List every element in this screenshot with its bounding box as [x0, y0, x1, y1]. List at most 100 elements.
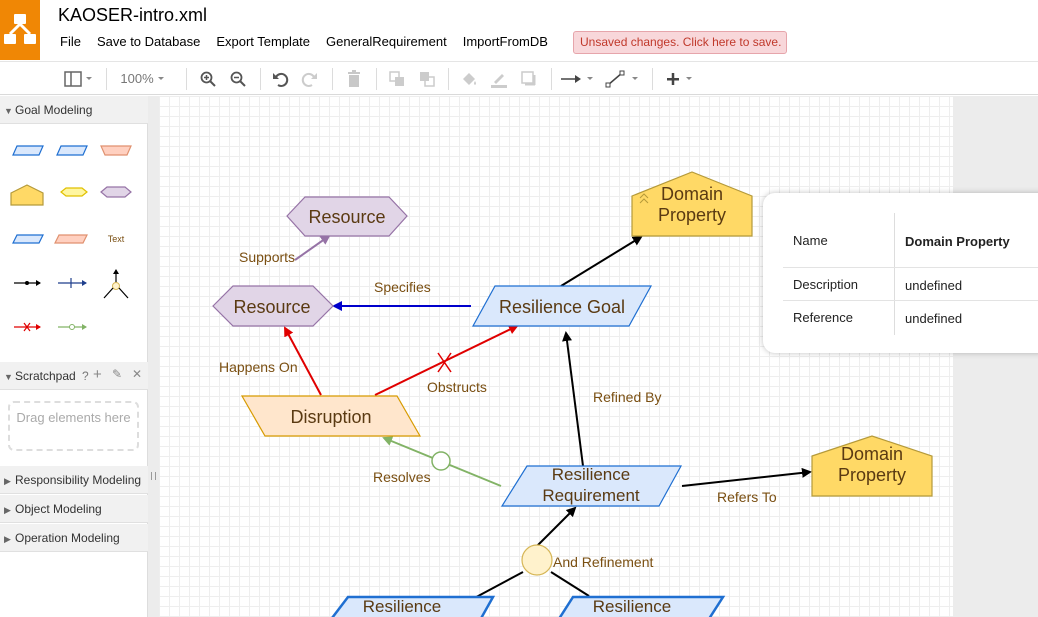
domain-property-right-label: Domain Property	[837, 444, 907, 485]
chevron-down-icon	[157, 76, 164, 80]
to-back-button[interactable]	[415, 62, 439, 95]
property-value-description[interactable]: undefined	[905, 278, 963, 293]
section-object-modeling[interactable]: ▶Object Modeling	[0, 495, 148, 523]
toolbar: 100%	[0, 61, 1038, 95]
section-scratchpad[interactable]: ▼Scratchpad ? + ✎ ✕	[0, 362, 148, 390]
disruption-node[interactable]	[240, 395, 422, 437]
resilience-requirement-label: Resilience Requirement	[542, 465, 640, 505]
sidebar-splitter[interactable]	[148, 96, 159, 617]
to-back-icon	[420, 71, 435, 87]
menu-file[interactable]: File	[60, 34, 81, 49]
diagram-svg: Resource Resource Domain Property Resili…	[212, 171, 933, 617]
unsaved-changes-notice[interactable]: Unsaved changes. Click here to save.	[573, 31, 787, 54]
domain-property-node-right[interactable]	[811, 435, 933, 497]
obstructs-label: Obstructs	[427, 379, 487, 395]
domain-property-shape-icon[interactable]	[10, 184, 44, 206]
diagram-page[interactable]	[159, 96, 953, 617]
menubar: File Save to Database Export Template Ge…	[60, 34, 564, 49]
splitter-grip-icon	[151, 472, 156, 480]
domain-property-node-top[interactable]	[631, 171, 753, 237]
supports-edge[interactable]	[294, 234, 331, 261]
property-value-reference[interactable]: undefined	[905, 311, 963, 326]
goal-to-domain-property-edge[interactable]	[560, 235, 643, 287]
resource-mid-label: Resource	[233, 297, 310, 317]
resilience-node-right[interactable]	[557, 595, 726, 617]
refined-by-edge[interactable]	[562, 331, 584, 467]
zoom-dropdown[interactable]: 100%	[113, 62, 175, 95]
text-shape-icon[interactable]: Text	[108, 234, 125, 244]
menu-import-from-db[interactable]: ImportFromDB	[462, 34, 548, 49]
document-title[interactable]: KAOSER-intro.xml	[58, 5, 208, 25]
to-front-button[interactable]	[385, 62, 409, 95]
expanded-triangle-icon: ▼	[4, 106, 13, 116]
resilience-goal-node[interactable]	[471, 285, 653, 327]
resolution-link-icon[interactable]	[58, 324, 87, 330]
zoom-out-button[interactable]	[226, 62, 250, 95]
line-color-button[interactable]	[487, 62, 511, 95]
section-label: Goal Modeling	[15, 103, 93, 117]
refers-to-edge[interactable]	[681, 467, 812, 487]
zoom-in-button[interactable]	[196, 62, 220, 95]
section-label: Operation Modeling	[15, 531, 120, 545]
goal-palette: Text	[10, 145, 132, 332]
resilience-node-left[interactable]	[329, 595, 496, 617]
soft-goal-shape-icon[interactable]	[12, 234, 44, 244]
app-logo[interactable]	[0, 0, 40, 60]
undo-button[interactable]	[268, 62, 292, 95]
resilience-goal-label: Resilience Goal	[499, 297, 625, 317]
relation-link-icon[interactable]	[14, 280, 41, 286]
section-operation-modeling[interactable]: ▶Operation Modeling	[0, 524, 148, 552]
add-icon[interactable]: +	[93, 366, 102, 383]
insert-dropdown[interactable]	[660, 62, 698, 95]
and-refinement-edge[interactable]	[536, 506, 577, 547]
refined-by-label: Refined By	[593, 389, 661, 405]
and-refinement-link-icon[interactable]	[103, 269, 129, 299]
redo-icon	[301, 72, 317, 87]
collapse-chevron-icon[interactable]	[639, 193, 649, 204]
resilience-right-label: Resilience	[593, 597, 671, 616]
scratchpad-drop-zone[interactable]: Drag elements here	[8, 401, 139, 451]
section-label: Object Modeling	[15, 502, 102, 516]
disruption-shape-icon[interactable]	[54, 234, 88, 244]
zoom-level: 100%	[120, 71, 154, 86]
delete-button[interactable]	[342, 62, 366, 95]
resilience-requirement-node[interactable]	[500, 465, 683, 507]
and-refinement-node[interactable]	[521, 544, 553, 576]
property-value-name[interactable]: Domain Property	[905, 234, 1010, 249]
obstacle-shape-icon[interactable]	[100, 145, 132, 156]
section-goal-modeling[interactable]: ▼Goal Modeling	[0, 96, 148, 124]
expectation-shape-icon[interactable]	[60, 187, 88, 197]
refinement-branch-right[interactable]	[550, 571, 590, 597]
close-icon[interactable]: ✕	[132, 367, 143, 381]
happens-on-edge[interactable]	[284, 326, 322, 396]
panel-layout-icon	[64, 70, 92, 87]
association-link-icon[interactable]	[58, 278, 87, 288]
help-icon[interactable]: ?	[82, 369, 89, 383]
section-responsibility-modeling[interactable]: ▶Responsibility Modeling	[0, 466, 148, 494]
redo-button[interactable]	[298, 62, 322, 95]
format-panel-button[interactable]	[58, 62, 98, 95]
resource-node-top[interactable]	[286, 196, 408, 237]
property-label-reference: Reference	[793, 310, 853, 325]
resolution-circle-icon	[431, 451, 451, 471]
zoom-out-icon	[230, 71, 246, 87]
requirement-shape-icon[interactable]	[56, 145, 88, 156]
resource-node-mid[interactable]	[212, 285, 334, 327]
goal-shape-icon[interactable]	[12, 145, 44, 156]
waypoints-dropdown[interactable]	[603, 62, 643, 95]
edit-icon[interactable]: ✎	[112, 367, 123, 381]
section-label: Responsibility Modeling	[15, 473, 142, 487]
diagram-logo-icon	[4, 14, 36, 44]
shadow-button[interactable]	[517, 62, 541, 95]
resource-shape-icon[interactable]	[100, 186, 132, 198]
menu-save-to-database[interactable]: Save to Database	[96, 34, 201, 49]
menu-export-template[interactable]: Export Template	[216, 34, 311, 49]
menu-general-requirement[interactable]: GeneralRequirement	[326, 34, 447, 49]
arrow-right-icon	[561, 74, 593, 83]
connection-style-dropdown[interactable]	[558, 62, 598, 95]
obstruction-link-icon[interactable]	[14, 322, 41, 332]
fill-color-button[interactable]	[457, 62, 481, 95]
diagram-canvas[interactable]: Resource Resource Domain Property Resili…	[159, 96, 1038, 617]
undo-icon	[273, 72, 289, 87]
